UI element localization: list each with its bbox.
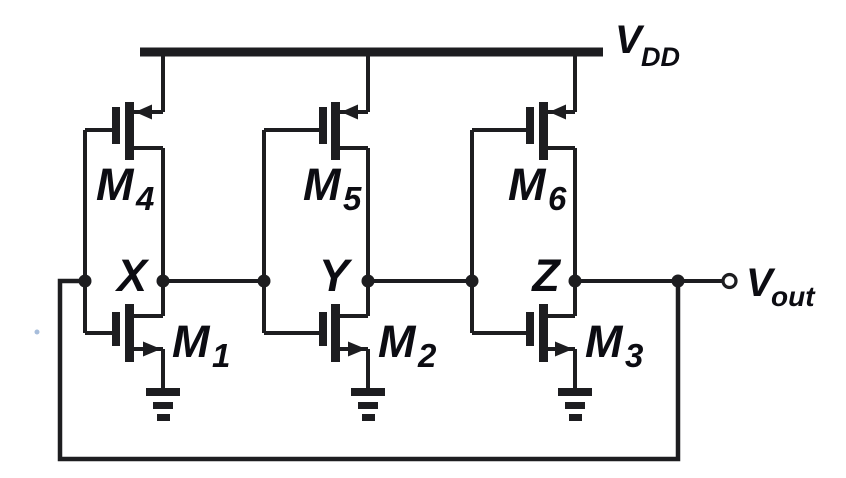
nmos-m2-channel-bar [331, 304, 340, 362]
nmos-m1-label: M [172, 316, 211, 367]
vdd-label-sub: DD [641, 42, 680, 72]
ground-icon [558, 388, 592, 421]
nmos-m3-label-sub: 3 [625, 337, 643, 374]
pmos-m5-gate-bar [319, 107, 327, 144]
stray-mark [34, 329, 40, 335]
nmos-m3-gate-bar [526, 312, 534, 346]
pmos-m6-label-sub: 6 [548, 180, 567, 217]
output-and-feedback: V out [57, 261, 816, 462]
pmos-m6-label: M [508, 159, 547, 210]
pmos-m6-channel-bar [539, 102, 548, 160]
nmos-m3-channel-bar [539, 304, 548, 362]
ground-icon [146, 388, 180, 421]
pmos-m5-label: M [303, 159, 342, 210]
inverter-stage-2: Y M 5 M 2 [257, 52, 472, 421]
nmos-m2-label-sub: 2 [417, 337, 437, 374]
node-label-y: Y [319, 250, 353, 301]
pmos-m4-source-arrow-icon [135, 104, 152, 120]
pmos-m6-source-arrow-icon [549, 104, 566, 120]
vdd-label: V [615, 18, 645, 62]
pmos-m4-label-sub: 4 [135, 180, 154, 217]
nmos-m3-source-arrow-icon [555, 341, 573, 357]
vout-label: V [746, 261, 776, 305]
output-terminal-circle [721, 272, 738, 290]
ground-icon [351, 388, 385, 421]
nmos-m1-source-arrow-icon [143, 341, 161, 357]
pmos-m4-channel-bar [125, 102, 134, 160]
stage3-gate-junction-dot [465, 274, 479, 288]
inverter-stage-1: X M 4 M 1 [78, 52, 264, 421]
nmos-m1-gate-bar [112, 312, 120, 346]
vdd-label-group: V DD [615, 18, 680, 72]
nmos-m2-gate-bar [319, 312, 327, 346]
node-label-x: X [114, 250, 150, 301]
nmos-m3-label: M [585, 316, 624, 367]
stage2-gate-junction-dot [257, 274, 271, 288]
nmos-m2-source-arrow-icon [348, 341, 366, 357]
pmos-m6-gate-bar [526, 107, 534, 144]
pmos-m4-gate-bar [112, 107, 120, 144]
inverter-stage-3: Z M 6 M 3 [465, 52, 678, 421]
feedback-wire [57, 278, 681, 462]
pmos-m5-channel-bar [331, 102, 340, 160]
pmos-m5-label-sub: 5 [343, 180, 362, 217]
nmos-m1-label-sub: 1 [212, 337, 230, 374]
node-label-z: Z [530, 250, 561, 301]
pmos-m5-source-arrow-icon [341, 104, 358, 120]
nmos-m2-label: M [378, 316, 417, 367]
vout-label-sub: out [771, 281, 816, 312]
pmos-m4-label: M [96, 159, 135, 210]
nmos-m1-channel-bar [125, 304, 134, 362]
